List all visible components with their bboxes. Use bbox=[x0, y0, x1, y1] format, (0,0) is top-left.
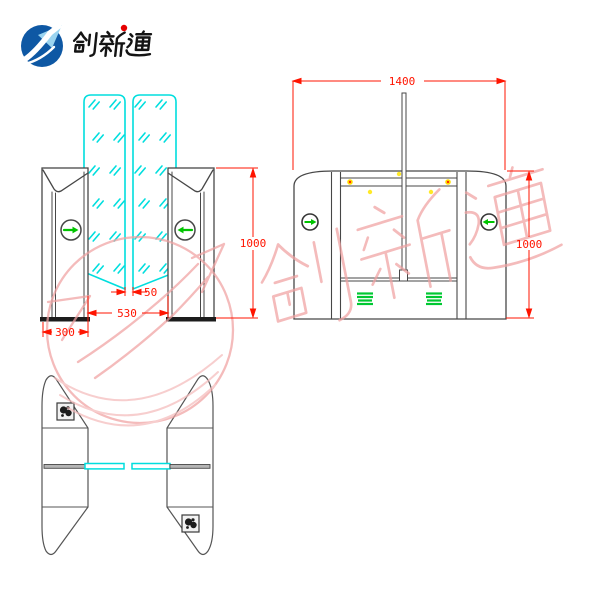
vent-grille-left bbox=[357, 292, 373, 306]
front-cabinet-right bbox=[166, 167, 216, 322]
dim-side-length: 1400 bbox=[292, 75, 506, 170]
beam-right bbox=[169, 464, 211, 469]
direction-arrow-left-icon bbox=[482, 219, 495, 225]
svg-text:1400: 1400 bbox=[389, 75, 416, 88]
side-body bbox=[293, 170, 507, 320]
svg-text:530: 530 bbox=[117, 307, 137, 320]
dimensions: 1000 50 530 300 1400 bbox=[42, 75, 543, 339]
dim-cabinet-width: 300 bbox=[42, 322, 89, 339]
dim-front-height: 1000 bbox=[216, 167, 267, 319]
side-view bbox=[293, 92, 507, 320]
card-reader-icon bbox=[56, 402, 75, 421]
glass-wing-left bbox=[83, 94, 126, 291]
dim-wing-gap: 50 bbox=[111, 286, 157, 299]
svg-text:50: 50 bbox=[144, 286, 157, 299]
watermark: 创新通 bbox=[45, 156, 564, 427]
svg-text:1000: 1000 bbox=[240, 237, 267, 250]
front-view bbox=[40, 94, 216, 322]
glass-wing-top-left bbox=[84, 462, 125, 470]
glass-hatch-marks bbox=[88, 99, 171, 274]
glass-wing-top-right bbox=[131, 462, 171, 470]
direction-arrow-left-icon bbox=[177, 226, 194, 234]
logo-text bbox=[71, 30, 154, 58]
direction-arrow-right-icon bbox=[304, 219, 317, 225]
svg-text:300: 300 bbox=[55, 326, 75, 339]
dim-lane-width: 530 bbox=[87, 296, 169, 337]
watermark-swoosh bbox=[45, 235, 235, 427]
card-reader-icon bbox=[181, 514, 200, 533]
glass-wing-right bbox=[132, 94, 177, 291]
front-cabinet-left bbox=[40, 167, 90, 322]
led-dots bbox=[347, 171, 451, 195]
top-view bbox=[41, 375, 214, 556]
svg-text:1000: 1000 bbox=[516, 238, 543, 251]
wing-edge-pole bbox=[401, 92, 407, 272]
vent-grille-right bbox=[426, 292, 442, 306]
beam-left bbox=[43, 464, 86, 469]
company-logo: 创新通 bbox=[21, 23, 154, 67]
logo-mark bbox=[21, 23, 63, 67]
logo-accent-dot bbox=[120, 24, 128, 32]
dim-side-height: 1000 bbox=[506, 170, 543, 319]
direction-arrow-right-icon bbox=[62, 226, 79, 234]
